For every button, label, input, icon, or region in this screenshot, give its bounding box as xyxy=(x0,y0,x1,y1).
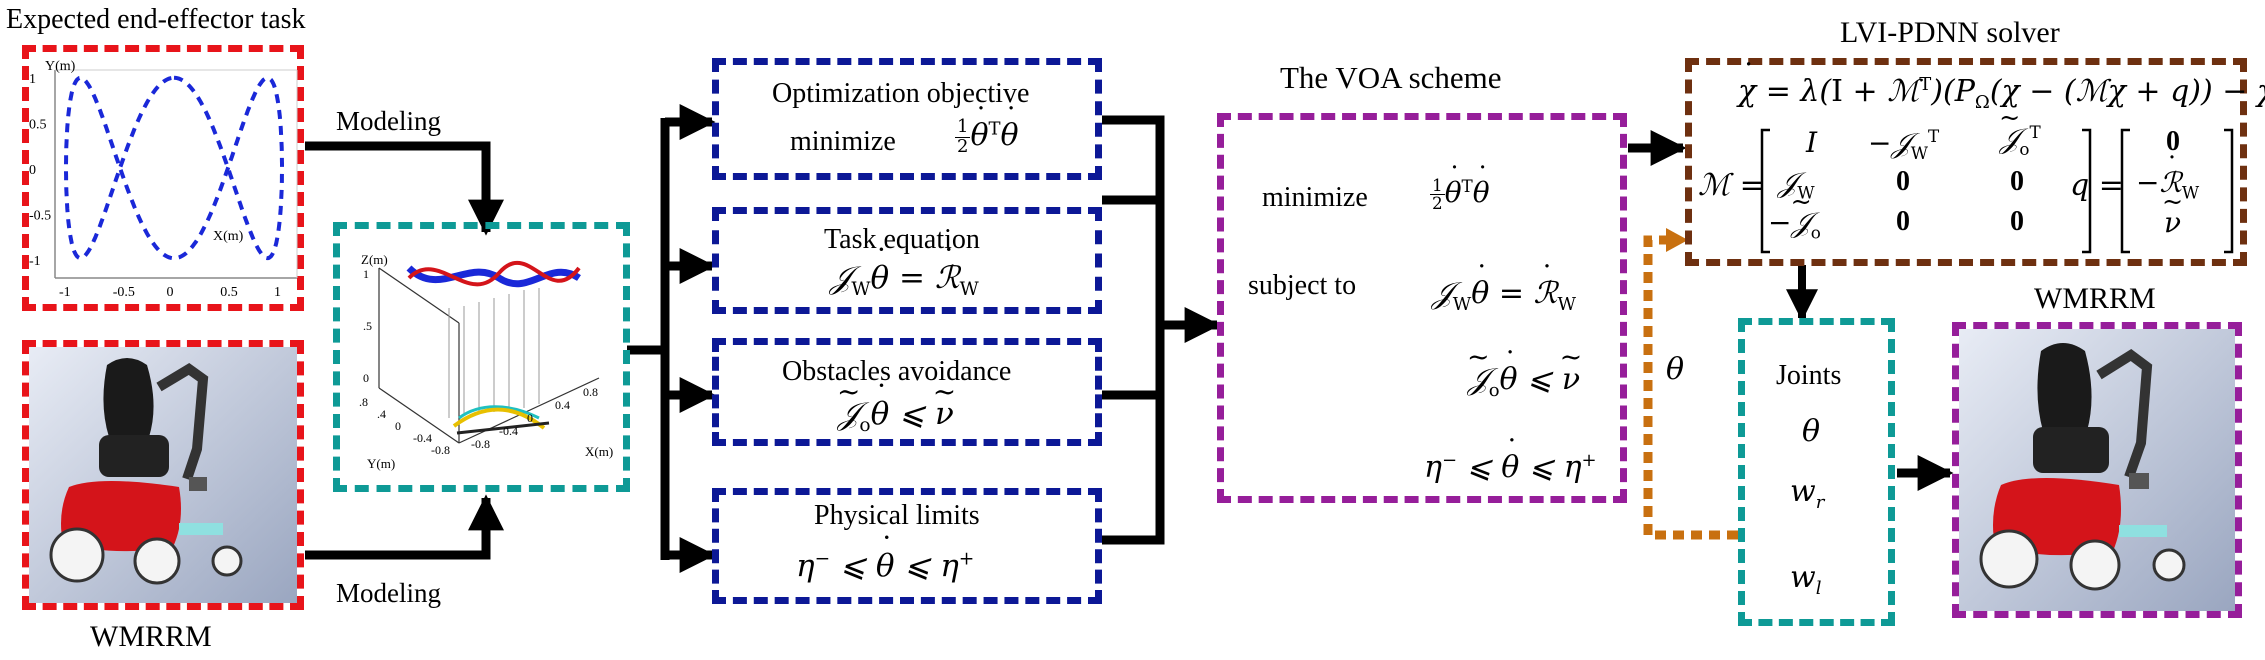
M-row1-col1: I xyxy=(1806,126,1818,159)
modeling-bottom-label: Modeling xyxy=(336,578,441,608)
M-row3-col2: 0 xyxy=(1896,206,1910,237)
joints-wl-symbol: w xyxy=(1790,560,1816,595)
expected-task-title: Expected end-effector task xyxy=(6,4,306,35)
joints-wr-symbol: w xyxy=(1790,474,1816,509)
arrow-theta-feedback xyxy=(1643,235,1738,540)
robot-box-right xyxy=(1952,322,2242,618)
task-ytick: -1 xyxy=(29,254,41,269)
wmrrm-right-label: WMRRM xyxy=(2034,282,2156,315)
task-curve xyxy=(64,75,284,261)
model-ytick: -0.8 xyxy=(431,443,450,457)
wmrrm-left-label: WMRRM xyxy=(90,620,212,653)
model-ztick: 1 xyxy=(363,267,369,281)
task-ytick: 0 xyxy=(29,163,36,178)
voa-objective-formula: 12θTθ xyxy=(1430,176,1490,213)
limits-title: Physical limits xyxy=(814,500,980,531)
task-ylabel: Y(m) xyxy=(45,59,76,74)
joints-theta: θ xyxy=(1802,414,1821,449)
solver-title: LVI-PDNN solver xyxy=(1840,16,2060,49)
optimization-formula: 12θTθ xyxy=(955,117,1019,157)
M-row1-col2: −𝒥WT xyxy=(1868,126,1940,163)
voa-box xyxy=(1217,113,1627,503)
obstacles-title: Obstacles avoidance xyxy=(782,356,1012,387)
M-row3-col3: 0 xyxy=(2010,206,2024,237)
voa-limits-formula: η− ⩽ θ ⩽ η+ xyxy=(1424,450,1597,485)
q-row1: 0 xyxy=(2166,126,2180,157)
solver-M-label: ℳ = xyxy=(1698,168,1765,203)
joints-wr-sub: r xyxy=(1815,492,1825,513)
task-equation-box xyxy=(712,207,1102,314)
robot-image-right xyxy=(1959,329,2235,611)
model-xtick: 0 xyxy=(527,411,533,425)
task-box xyxy=(22,45,304,311)
model-ztick: 0 xyxy=(363,371,369,385)
task-xtick: 0 xyxy=(167,285,174,300)
robot-box-left xyxy=(22,340,304,610)
model-xtick: -0.8 xyxy=(471,437,490,451)
task-equation-formula: 𝒥Wθ = ℛW xyxy=(830,260,979,300)
solver-M-brackets xyxy=(1760,128,2092,254)
M-row1-col3: 𝒥oT xyxy=(2000,122,2041,159)
arrow-modeling-top xyxy=(305,141,504,236)
M-row2-col2: 0 xyxy=(1896,166,1910,197)
limits-formula: η− ⩽ θ ⩽ η+ xyxy=(796,548,974,584)
solver-q-label: q = xyxy=(2070,168,2124,203)
joints-wr: wr xyxy=(1790,474,1824,513)
model-ytick: -0.4 xyxy=(413,431,432,445)
task-xtick: 0.5 xyxy=(220,285,238,300)
modeling-top-label: Modeling xyxy=(336,106,441,136)
model-xtick: -0.4 xyxy=(499,424,518,438)
model-ztick: .5 xyxy=(363,319,372,333)
solver-q-brackets xyxy=(2120,128,2234,254)
theta-feedback-label: θ xyxy=(1666,352,1685,387)
model-plot: Z(m) Y(m) X(m) 1.50.8.40-0.4-0.80.80.40-… xyxy=(359,252,613,471)
joints-wl: wl xyxy=(1790,560,1821,599)
obstacles-formula: 𝒥oθ ⩽ ν xyxy=(838,396,954,436)
joints-title: Joints xyxy=(1776,360,1842,391)
M-row2-col3: 0 xyxy=(2010,166,2024,197)
solver-dynamics-formula: χ = λ(I + ℳT)(PΩ(χ − (ℳχ + q)) − χ) xyxy=(1738,74,2265,113)
robot-image-left xyxy=(29,347,297,603)
model-ytick: .4 xyxy=(377,407,386,421)
task-ytick: -0.5 xyxy=(29,209,51,224)
model-ylabel: Y(m) xyxy=(367,456,395,471)
limits-box xyxy=(712,488,1102,604)
task-xtick: 1 xyxy=(274,285,281,300)
wheelchair-robot-right xyxy=(1979,343,2186,591)
model-xtick: 0.8 xyxy=(583,385,598,399)
optimization-minimize: minimize xyxy=(790,126,896,157)
arrow-modeling-bottom xyxy=(305,494,504,560)
model-xtick: 0.4 xyxy=(555,398,570,412)
voa-minimize: minimize xyxy=(1262,182,1368,213)
model-zlabel: Z(m) xyxy=(361,252,388,267)
voa-task-formula: 𝒥Wθ = ℛW xyxy=(1432,276,1576,315)
task-xlabel: X(m) xyxy=(213,229,244,244)
model-ytick: 0 xyxy=(395,419,401,433)
joints-wl-sub: l xyxy=(1815,578,1822,599)
M-row3-col1: −𝒥o xyxy=(1768,206,1821,243)
solver-box xyxy=(1685,58,2247,266)
model-box xyxy=(333,222,630,492)
model-xlabel: X(m) xyxy=(585,444,613,459)
optimization-box xyxy=(712,58,1102,180)
task-ytick: 1 xyxy=(29,72,36,87)
voa-subject-to: subject to xyxy=(1248,270,1357,301)
obstacles-box xyxy=(712,338,1102,446)
wheelchair-robot-left xyxy=(49,358,243,585)
optimization-title: Optimization objective xyxy=(772,78,1030,109)
voa-scheme-title: The VOA scheme xyxy=(1280,60,1502,95)
task-plot: -1 -0.5 0 0.5 1 1 0.5 0 -0.5 -1 Y(m) X(m) xyxy=(29,59,298,300)
task-ytick: 0.5 xyxy=(29,118,47,133)
task-xtick: -0.5 xyxy=(113,285,135,300)
voa-obstacle-formula: 𝒥oθ ⩽ ν xyxy=(1468,362,1580,401)
task-xtick: -1 xyxy=(59,285,71,300)
model-ytick: .8 xyxy=(359,395,368,409)
joints-box xyxy=(1738,318,1895,626)
q-row3: ν xyxy=(2164,206,2181,239)
